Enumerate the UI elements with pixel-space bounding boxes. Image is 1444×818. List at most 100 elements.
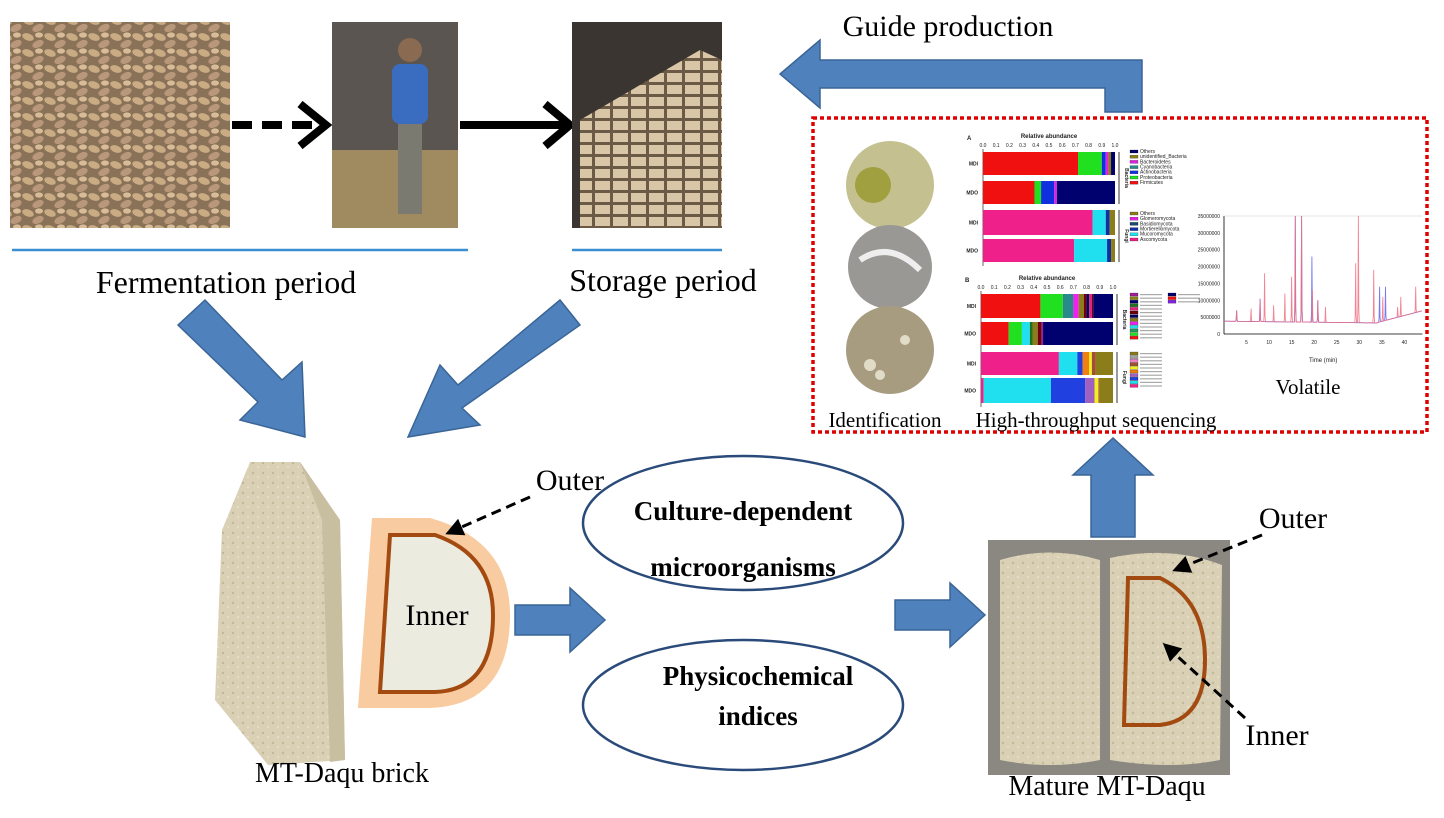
identification-label: Identification	[828, 408, 942, 432]
legend	[1129, 292, 1200, 340]
brick-to-analysis-arrow	[514, 586, 607, 654]
group-label: Bacteria	[1121, 310, 1127, 330]
petri-dish-3	[846, 306, 934, 394]
legend-swatch	[1129, 232, 1139, 236]
row-label: MDO	[964, 332, 976, 338]
legend-label-placeholder	[1140, 353, 1162, 355]
legend-label-placeholder	[1140, 297, 1162, 299]
legend-label: Firmicutes	[1140, 180, 1164, 186]
bar-segment	[983, 152, 1079, 175]
legend-label-placeholder	[1140, 312, 1162, 314]
x-tick-label: 0.7	[1070, 285, 1077, 291]
inner-label-right: Inner	[1245, 719, 1308, 752]
legend-swatch	[1129, 175, 1139, 180]
legend-label-placeholder	[1140, 374, 1162, 376]
bar-segment	[1101, 152, 1106, 175]
storage-to-brick-arrow	[406, 298, 582, 438]
brick-label: MT-Daqu brick	[255, 758, 429, 789]
legend-label-placeholder	[1178, 294, 1200, 296]
volatile-label: Volatile	[1276, 375, 1341, 399]
volatile-chromatogram: 0500000010000000150000002000000025000000…	[1198, 214, 1423, 364]
bar-segment	[1074, 239, 1108, 262]
storage-photo	[572, 22, 722, 228]
panel-title: Relative abundance	[1019, 276, 1076, 282]
bar-segment	[1078, 152, 1102, 175]
storage-period-label: Storage period	[569, 262, 757, 298]
x-tick-label: 30	[1357, 340, 1363, 346]
legend-swatch	[1129, 359, 1139, 363]
bar-segment	[1041, 322, 1044, 345]
legend-label-placeholder	[1140, 363, 1162, 365]
sequencing-label: High-throughput sequencing	[976, 408, 1217, 432]
legend-label: Others	[1140, 149, 1156, 155]
x-tick-label: 0.4	[1030, 285, 1037, 291]
x-tick-label: 0.2	[1004, 285, 1011, 291]
bar-segment	[983, 181, 1035, 204]
wheat-grain-photo	[10, 22, 230, 228]
bar-segment	[983, 239, 1075, 262]
x-tick-label: 0.0	[978, 285, 985, 291]
legend-label-placeholder	[1140, 304, 1162, 306]
legend-swatch	[1129, 373, 1139, 377]
y-tick-label: 30000000	[1198, 231, 1220, 237]
legend-swatch	[1129, 170, 1139, 174]
legend-label-placeholder	[1140, 381, 1162, 383]
legend: OthersGlomeromycotaBasidiomycotaMortiere…	[1129, 211, 1180, 243]
legend-label-placeholder	[1140, 371, 1162, 373]
legend-swatch	[1129, 336, 1139, 340]
x-tick-label: 1.0	[1112, 143, 1119, 149]
x-tick-label: 0.6	[1057, 285, 1064, 291]
bar-segment	[1040, 294, 1063, 318]
bar-segment	[1099, 378, 1113, 403]
row-label: MDO	[966, 191, 978, 197]
row-label: MDI	[967, 304, 977, 310]
bar-segment	[1107, 239, 1112, 262]
inner-pointer-right	[1162, 642, 1247, 720]
legend-swatch	[1167, 292, 1177, 297]
group-label: Fungi	[1123, 229, 1129, 243]
legend-label: Cyanobacteria	[1140, 165, 1172, 171]
bar-segment	[981, 378, 984, 403]
legend-label-placeholder	[1140, 367, 1162, 369]
bar-segment	[983, 378, 1051, 403]
panel-letter: B	[965, 278, 970, 284]
row-label: MDI	[969, 162, 979, 168]
legend-swatch	[1129, 222, 1139, 226]
culture-label-line2: microorganisms	[650, 552, 835, 582]
guide-production-arrow	[778, 38, 1143, 113]
bar-segment	[1043, 322, 1113, 345]
legend-label-placeholder	[1140, 360, 1162, 362]
bar-segment	[981, 322, 1009, 345]
legend-swatch	[1129, 369, 1139, 374]
row-label: MDI	[969, 221, 979, 227]
bar-segment	[1078, 294, 1084, 318]
bar-segment	[1091, 294, 1094, 318]
legend-label: Proteobacteria	[1140, 175, 1173, 181]
legend-swatch	[1129, 217, 1139, 221]
legend-label: Ascomycota	[1140, 237, 1167, 243]
x-tick-label: 0.3	[1017, 285, 1024, 291]
x-tick-label: 20	[1311, 340, 1317, 346]
legend-label-placeholder	[1140, 315, 1162, 317]
daqu-brick-photo	[215, 462, 345, 765]
legend-swatch	[1129, 211, 1139, 216]
legend-swatch	[1167, 300, 1177, 304]
row-label: MDI	[967, 362, 977, 368]
y-tick-label: 35000000	[1198, 214, 1220, 220]
x-tick-label: 0.7	[1072, 143, 1079, 149]
bar-segment	[1056, 181, 1115, 204]
legend-swatch	[1129, 300, 1139, 304]
legend-swatch	[1129, 384, 1139, 388]
legend-swatch	[1129, 160, 1139, 164]
bar-segment	[1062, 294, 1074, 318]
legend-swatch	[1129, 181, 1139, 185]
dashed-arrow	[232, 100, 333, 150]
legend-label-placeholder	[1140, 333, 1162, 335]
x-tick-label: 0.9	[1098, 143, 1105, 149]
bar-segment	[1077, 352, 1083, 375]
bar-segment	[1105, 152, 1109, 175]
x-tick-label: 0.3	[1019, 143, 1026, 149]
legend-swatch	[1167, 296, 1177, 300]
